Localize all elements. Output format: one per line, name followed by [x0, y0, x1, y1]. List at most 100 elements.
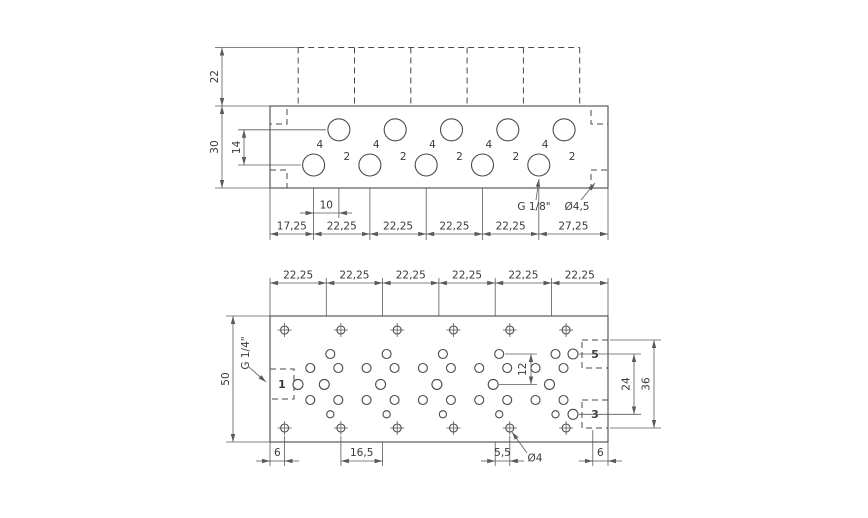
dim-label: 24 [621, 377, 633, 391]
station-pilot-hole [438, 410, 448, 419]
dim-label: 50 [220, 372, 232, 385]
leader-line [580, 182, 596, 201]
port-2-label: 2 [512, 151, 519, 163]
leader-line [535, 178, 541, 201]
station-pilot-hole [495, 410, 504, 419]
corner-notch [269, 169, 288, 189]
leader-line [248, 366, 267, 383]
station-port-hole [530, 394, 541, 406]
station-port-hole [530, 362, 541, 374]
station-port-hole [325, 348, 336, 360]
station-port-hole [558, 394, 569, 406]
station-pilot-hole [551, 410, 560, 419]
dim-label: 22,25 [439, 221, 469, 233]
dim-label: 22,25 [283, 270, 313, 282]
dim-label: 22,25 [327, 221, 357, 233]
port-1-hole [292, 378, 304, 390]
corner-notch [590, 169, 609, 189]
station-port-hole [305, 394, 316, 406]
corner-notch [590, 105, 609, 125]
port-4-label: 4 [429, 139, 436, 151]
thread-callout: G 1/4" [240, 336, 252, 369]
port-1-label: 1 [278, 378, 286, 391]
dim-label: 22,25 [396, 270, 426, 282]
dim-label: 10 [320, 200, 333, 212]
station-port-hole [437, 348, 448, 360]
leader-line [511, 431, 528, 454]
port-4-label: 4 [373, 139, 380, 151]
dim-label: 17,25 [277, 221, 307, 233]
dim-label: 6 [597, 447, 604, 459]
station-port-hole [389, 362, 400, 374]
port-2-label: 2 [344, 151, 351, 163]
station-port-hole [381, 348, 392, 360]
bolt-dia-callout: Ø4 [528, 453, 543, 465]
dim-label: 27,25 [558, 221, 588, 233]
port-2-hole [358, 153, 382, 177]
station-center-hole [431, 378, 443, 390]
station-pilot-hole [326, 410, 335, 419]
station-pilot-hole [382, 410, 391, 419]
port-2-hole [302, 153, 326, 177]
port-2-hole [470, 153, 495, 177]
station-port-hole [389, 394, 400, 406]
station-port-hole [474, 394, 485, 406]
hole-dia-callout: Ø4,5 [565, 201, 590, 213]
dim-label: 22,25 [452, 270, 482, 282]
plate-outline-top-view [269, 105, 609, 189]
dim-label: 5,5 [494, 447, 511, 459]
station-port-hole [333, 394, 344, 406]
port-5-label: 5 [591, 348, 599, 361]
port-2-label: 2 [456, 151, 463, 163]
station-port-hole [361, 362, 372, 374]
dim-label: 30 [209, 140, 221, 153]
port-4-label: 4 [317, 139, 324, 151]
dim-label: 14 [231, 140, 243, 154]
corner-notch [269, 105, 288, 125]
station-center-hole [487, 378, 499, 390]
dim-label: 12 [517, 363, 529, 376]
station-port-hole [305, 362, 316, 374]
station-center-hole [375, 378, 387, 390]
port-3-hole [567, 408, 579, 420]
station-port-hole [417, 362, 428, 374]
port-4-hole [496, 118, 520, 142]
thread-callout: G 1/8" [517, 201, 550, 213]
dim-label: 16,5 [350, 447, 373, 459]
port-4-label: 4 [485, 139, 492, 151]
station-port-hole [558, 362, 569, 374]
station-port-hole [502, 362, 513, 374]
station-port-hole [417, 394, 428, 406]
station-port-hole [445, 394, 456, 406]
dim-label: 6 [274, 447, 281, 459]
port-2-hole [527, 153, 551, 177]
station-port-hole [550, 348, 561, 360]
port-2-hole [414, 153, 438, 177]
port-4-hole [383, 118, 407, 142]
port-4-hole [552, 118, 576, 142]
dim-label: 22,25 [508, 270, 538, 282]
dim-label: 36 [641, 377, 653, 391]
port-4-hole [327, 118, 351, 142]
station-port-hole [494, 348, 505, 360]
port-2-label: 2 [400, 151, 407, 163]
dim-label: 22 [209, 70, 221, 83]
dim-label: 22,25 [383, 221, 413, 233]
station-port-hole [333, 362, 344, 374]
port-4-label: 4 [542, 139, 549, 151]
station-center-hole [318, 378, 330, 390]
port-2-label: 2 [569, 151, 576, 163]
station-port-hole [474, 362, 485, 374]
dim-label: 22,25 [339, 270, 369, 282]
station-port-hole [445, 362, 456, 374]
port-4-hole [439, 118, 464, 142]
plate-outline-bottom-view [269, 315, 609, 443]
station-center-hole [543, 378, 556, 390]
station-port-hole [361, 394, 372, 406]
port-5-hole [567, 348, 579, 360]
station-port-hole [502, 394, 513, 406]
